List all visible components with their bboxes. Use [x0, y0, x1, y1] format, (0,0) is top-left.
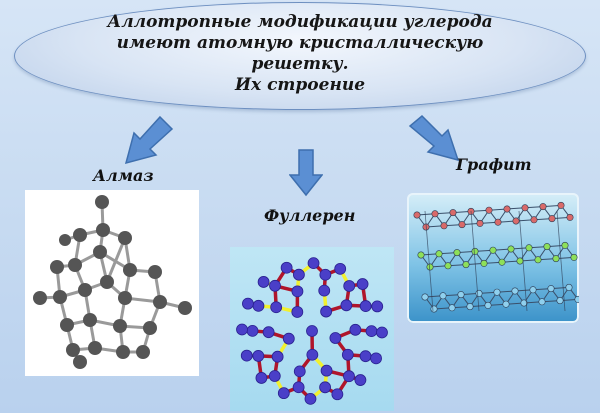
- title-line-2: имеют атомную кристаллическую: [116, 33, 484, 53]
- label-diamond: Алмаз: [93, 166, 154, 185]
- title-line-4: Их строение: [234, 75, 366, 95]
- label-graphite: Графит: [456, 155, 532, 174]
- fullerene-structure-image: [230, 247, 394, 411]
- graphite-structure-image: [407, 193, 579, 323]
- arrow-right-icon: [408, 114, 460, 162]
- title-line-3: решетку.: [251, 54, 349, 74]
- arrow-down-icon: [289, 149, 323, 197]
- title-line-1: Аллотропные модификации углерода: [107, 12, 493, 32]
- label-fullerene: Фуллерен: [264, 206, 356, 225]
- title-oval: [14, 2, 586, 110]
- title-text: Аллотропные модификации углерода имеют а…: [100, 12, 500, 96]
- diamond-structure-image: [25, 190, 199, 376]
- arrow-left-icon: [124, 115, 174, 165]
